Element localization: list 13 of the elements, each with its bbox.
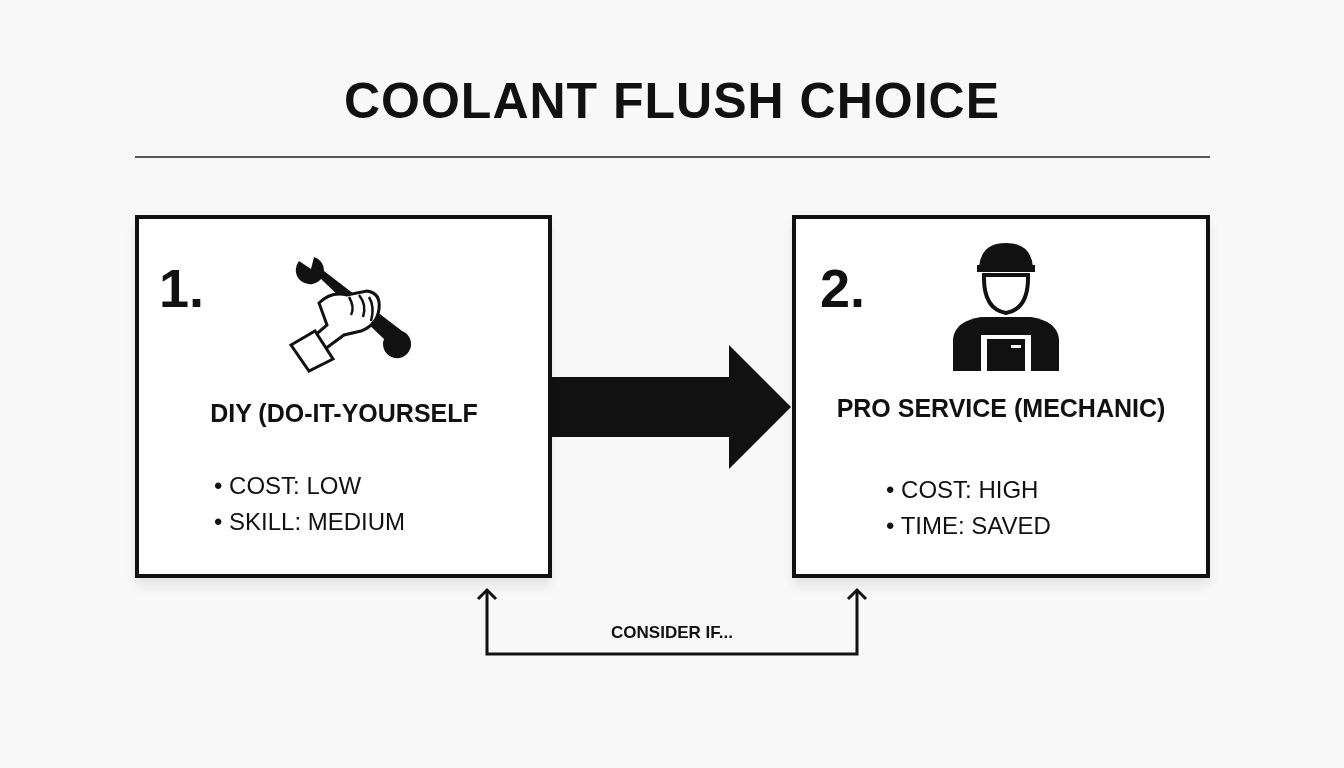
bullet-item: • COST: LOW (214, 472, 362, 500)
option-heading: DIY (DO-IT-YOURSELF (209, 398, 479, 429)
bullet-item: • SKILL: MEDIUM (214, 508, 406, 536)
step-number: 2. (820, 257, 866, 319)
option-box (792, 215, 1210, 578)
bullet-item: • TIME: SAVED (886, 512, 1051, 540)
option-heading: PRO SERVICE (MECHANIC) (836, 393, 1166, 424)
step-number: 1. (159, 257, 205, 319)
bracket-arrow (476, 588, 868, 656)
block-arrow (552, 345, 791, 469)
diagram-title: COOLANT FLUSH CHOICE (342, 72, 1002, 130)
bullet-item: • COST: HIGH (886, 476, 1039, 504)
option-box (135, 215, 552, 578)
